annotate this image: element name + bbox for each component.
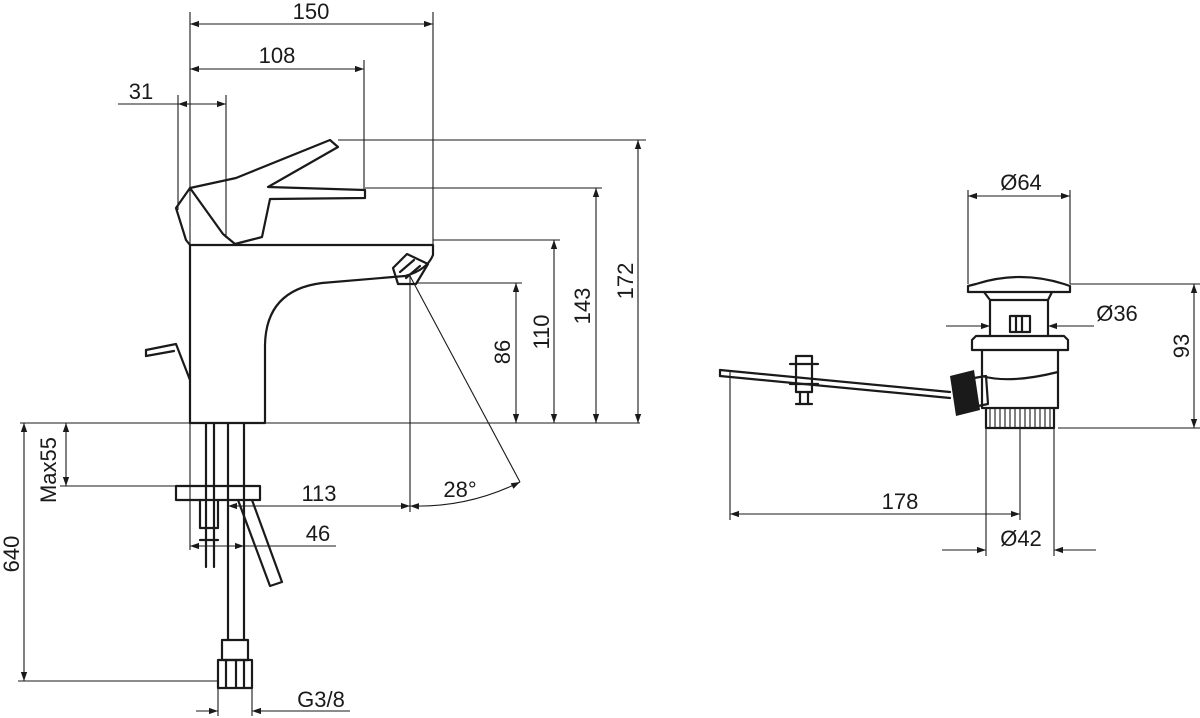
popup-waste [950, 275, 1072, 430]
popup-rod [144, 342, 192, 382]
dim-31-label: 31 [129, 79, 153, 104]
dim-150-label: 150 [293, 0, 330, 24]
dim-g38-label: G3/8 [297, 687, 345, 712]
dim-28-angle-label: 28° [443, 477, 476, 502]
dim-d36-label: Ø36 [1096, 301, 1138, 326]
dim-46-label: 46 [306, 521, 330, 546]
dimension-86: 86 [490, 283, 520, 423]
dim-108-label: 108 [259, 43, 296, 68]
dimension-93: 93 [1058, 283, 1200, 429]
dim-110-label: 110 [529, 314, 554, 349]
dim-640-label: 640 [0, 536, 24, 573]
dim-86-label: 86 [490, 340, 515, 364]
dim-143-label: 143 [570, 288, 595, 325]
dimension-110: 110 [529, 240, 558, 423]
dimension-143: 143 [570, 188, 600, 423]
dimension-d42: Ø42 [942, 428, 1096, 556]
dimension-113: 113 28° [228, 275, 521, 512]
dimension-150: 150 [189, 0, 434, 255]
dimension-max55: Max55 [36, 423, 176, 503]
linkage-rod [718, 354, 952, 406]
dim-d42-label: Ø42 [1000, 526, 1042, 551]
dimension-178: 178 [729, 372, 1021, 520]
dim-172-label: 172 [613, 263, 638, 300]
dim-max55-label: Max55 [36, 437, 61, 503]
dimension-172: 172 [613, 140, 642, 423]
dimension-46: 46 [189, 423, 336, 550]
dimension-g38: G3/8 [196, 687, 350, 716]
dim-d64-label: Ø64 [1000, 170, 1042, 195]
under-counter-assembly [174, 421, 284, 690]
dim-178-label: 178 [882, 489, 919, 514]
dimension-d64: Ø64 [967, 170, 1071, 284]
faucet-body [174, 138, 435, 425]
dim-113-label: 113 [301, 481, 336, 506]
dimension-108: 108 [190, 43, 365, 190]
dimension-d36: Ø36 [946, 301, 1138, 330]
dimension-640: 640 [0, 423, 218, 682]
dim-93-label: 93 [1169, 334, 1194, 358]
dimension-31: 31 [118, 79, 227, 238]
